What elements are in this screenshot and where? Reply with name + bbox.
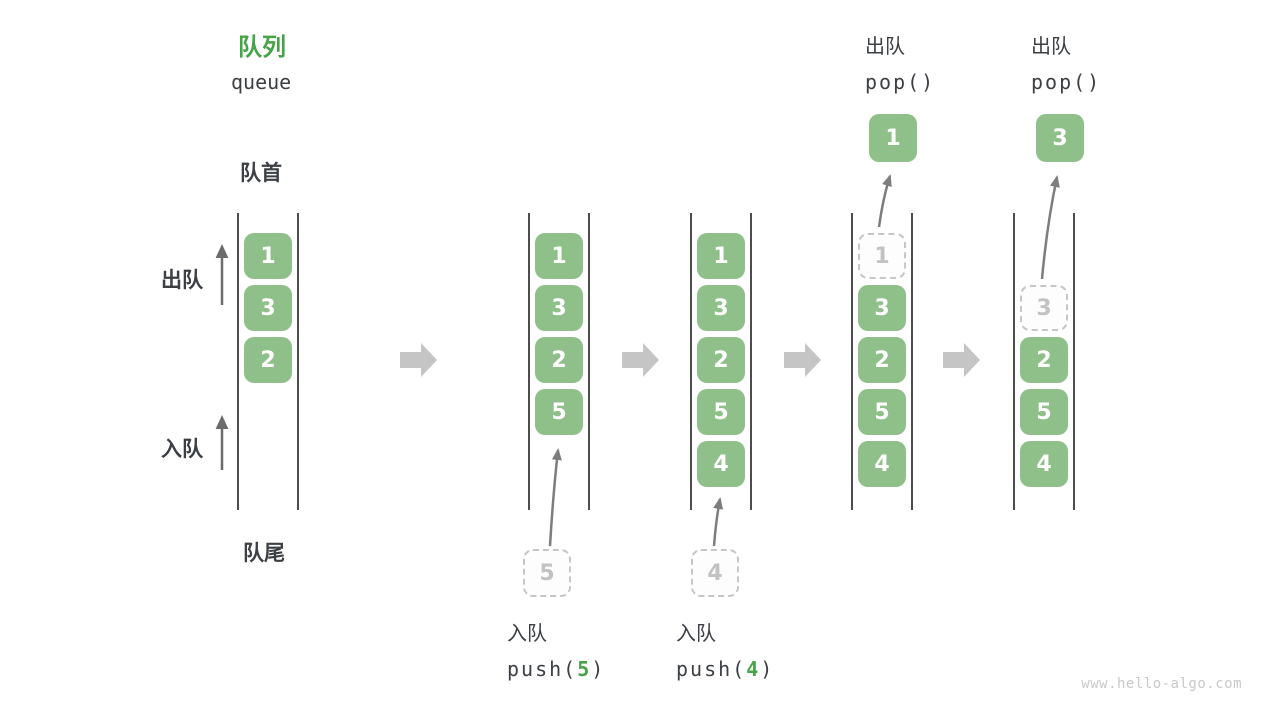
pop-code: pop() [1031, 64, 1101, 100]
pop-code: pop() [865, 64, 935, 100]
code-close: ) [591, 657, 606, 681]
transition-arrow-2 [622, 343, 659, 377]
transition-arrow-1 [400, 343, 437, 377]
rear-label: 队尾 [243, 541, 285, 565]
queue-cell: 4 [858, 441, 906, 487]
enqueue-op-caption-1: 入队 push(5) [507, 615, 605, 687]
code-close: ) [921, 70, 936, 94]
code-fn: pop( [865, 70, 922, 94]
queue-cell: 1 [697, 233, 745, 279]
queue-cell: 3 [697, 285, 745, 331]
removed-cell: 3 [1020, 285, 1068, 331]
popped-cell: 3 [1036, 114, 1084, 162]
queue-cell: 2 [858, 337, 906, 383]
dequeue-op-label: 出队 [865, 34, 905, 58]
dequeue-direction-arrow [215, 244, 229, 305]
queue-column-5: 3 2 5 4 [1013, 213, 1075, 510]
dequeue-op-label: 出队 [1031, 34, 1071, 58]
transition-arrow-3 [784, 343, 821, 377]
code-fn: pop( [1031, 70, 1088, 94]
queue-cell: 4 [1020, 441, 1068, 487]
queue-cell: 1 [535, 233, 583, 279]
code-fn: push( [507, 657, 578, 681]
queue-column-3: 1 3 2 5 4 [690, 213, 752, 510]
popped-cell: 1 [869, 114, 917, 162]
queue-cell: 5 [1020, 389, 1068, 435]
enqueue-op-label: 入队 [676, 621, 716, 645]
code-close: ) [760, 657, 775, 681]
front-label: 队首 [240, 161, 282, 185]
queue-column-1: 1 3 2 [237, 213, 299, 510]
queue-cell: 2 [1020, 337, 1068, 383]
queue-cell: 1 [244, 233, 292, 279]
push-code: push(5) [507, 651, 605, 687]
enqueue-label: 入队 [161, 437, 203, 461]
dequeue-op-caption-1: 出队 pop() [865, 28, 935, 100]
queue-cell: 3 [535, 285, 583, 331]
queue-cell: 3 [244, 285, 292, 331]
queue-cell: 3 [858, 285, 906, 331]
queue-column-4: 1 3 2 5 4 [851, 213, 913, 510]
enqueue-op-caption-2: 入队 push(4) [676, 615, 774, 687]
incoming-cell: 5 [523, 549, 571, 597]
enqueue-direction-arrow [215, 415, 229, 470]
dequeue-label: 出队 [161, 268, 203, 292]
queue-cell: 5 [535, 389, 583, 435]
code-arg: 5 [577, 657, 592, 681]
queue-subtitle: queue [231, 70, 292, 94]
queue-column-2: 1 3 2 5 [528, 213, 590, 510]
removed-cell: 1 [858, 233, 906, 279]
queue-title: 队列 [238, 33, 286, 61]
incoming-cell: 4 [691, 549, 739, 597]
dequeue-op-caption-2: 出队 pop() [1031, 28, 1101, 100]
queue-cell: 4 [697, 441, 745, 487]
queue-cell: 5 [697, 389, 745, 435]
queue-cell: 2 [535, 337, 583, 383]
code-fn: push( [676, 657, 747, 681]
queue-cell: 2 [244, 337, 292, 383]
code-arg: 4 [746, 657, 761, 681]
code-close: ) [1087, 70, 1102, 94]
push-code: push(4) [676, 651, 774, 687]
queue-cell: 5 [858, 389, 906, 435]
watermark: www.hello-algo.com [1081, 676, 1242, 692]
queue-cell: 2 [697, 337, 745, 383]
transition-arrow-4 [943, 343, 980, 377]
enqueue-op-label: 入队 [507, 621, 547, 645]
